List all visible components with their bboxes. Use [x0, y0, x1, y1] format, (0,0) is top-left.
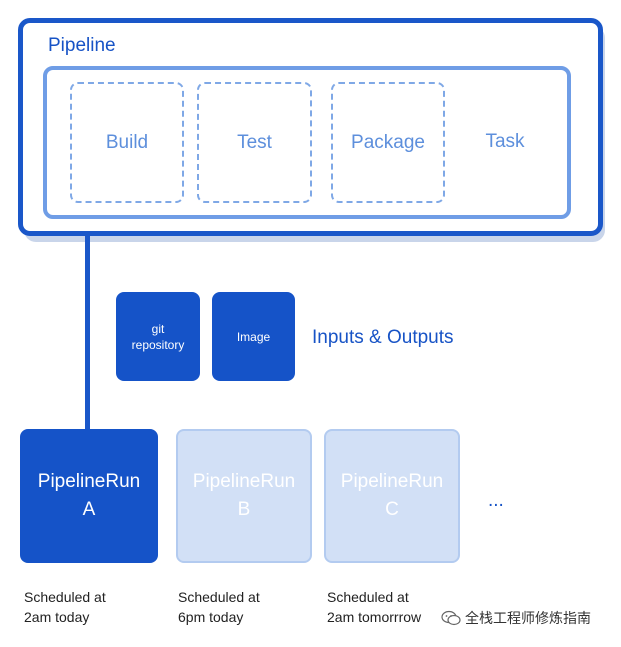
- more-runs-ellipsis: ...: [488, 490, 504, 511]
- step-test: Test: [197, 82, 312, 203]
- watermark: 全栈工程师修炼指南: [441, 608, 591, 628]
- inputs-outputs-label: Inputs & Outputs: [312, 327, 454, 348]
- run-c-letter: C: [385, 499, 399, 520]
- schedule-c-line1: Scheduled at: [327, 589, 409, 605]
- input-git-repository: git repository: [116, 292, 200, 381]
- wechat-icon: [441, 610, 461, 626]
- watermark-text: 全栈工程师修炼指南: [465, 610, 591, 626]
- run-b-name: PipelineRun: [192, 471, 296, 492]
- input-git-line2: repository: [131, 337, 185, 352]
- schedule-b-line2: 6pm today: [178, 609, 244, 625]
- schedule-c-line2: 2am tomorrrow: [327, 609, 422, 625]
- pipeline-run-a: PipelineRun A: [20, 429, 158, 563]
- task-label: Task: [485, 131, 525, 152]
- pipeline-run-b: PipelineRun B: [176, 429, 312, 563]
- run-b-letter: B: [237, 499, 251, 520]
- run-a-letter: A: [82, 499, 96, 520]
- schedule-b: Scheduled at 6pm today: [178, 587, 260, 627]
- run-a-name: PipelineRun: [37, 471, 141, 492]
- pipeline-run-c: PipelineRun C: [324, 429, 460, 563]
- schedule-b-line1: Scheduled at: [178, 589, 260, 605]
- step-build: Build: [70, 82, 184, 203]
- connector-line: [85, 236, 90, 432]
- step-package: Package: [331, 82, 445, 203]
- schedule-a-line2: 2am today: [24, 609, 90, 625]
- output-image: Image: [212, 292, 295, 381]
- schedule-a: Scheduled at 2am today: [24, 587, 106, 627]
- schedule-a-line1: Scheduled at: [24, 589, 106, 605]
- input-git-line1: git: [151, 321, 165, 336]
- run-c-name: PipelineRun: [340, 471, 444, 492]
- schedule-c: Scheduled at 2am tomorrrow: [327, 587, 421, 627]
- pipeline-title: Pipeline: [48, 35, 116, 56]
